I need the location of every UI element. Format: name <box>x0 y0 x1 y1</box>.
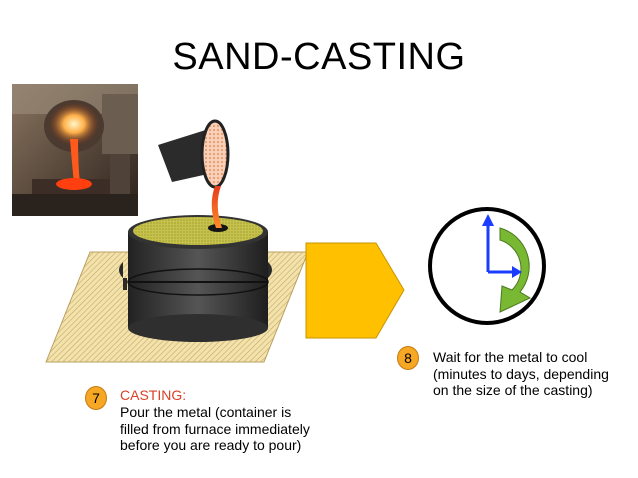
step-8-badge: 8 <box>397 346 419 370</box>
slide-title: SAND-CASTING <box>172 36 466 78</box>
flask-mold-icon <box>119 215 272 342</box>
next-arrow-icon <box>305 242 405 339</box>
clock-icon <box>428 207 546 325</box>
ladle-icon <box>158 119 230 228</box>
step-7-title: CASTING: <box>120 387 187 403</box>
furnace-photo <box>12 84 138 216</box>
step-7-badge: 7 <box>85 386 107 410</box>
step-7-description: Pour the metal (container is filled from… <box>120 404 310 453</box>
step-8-description: Wait for the metal to cool (minutes to d… <box>433 349 609 398</box>
